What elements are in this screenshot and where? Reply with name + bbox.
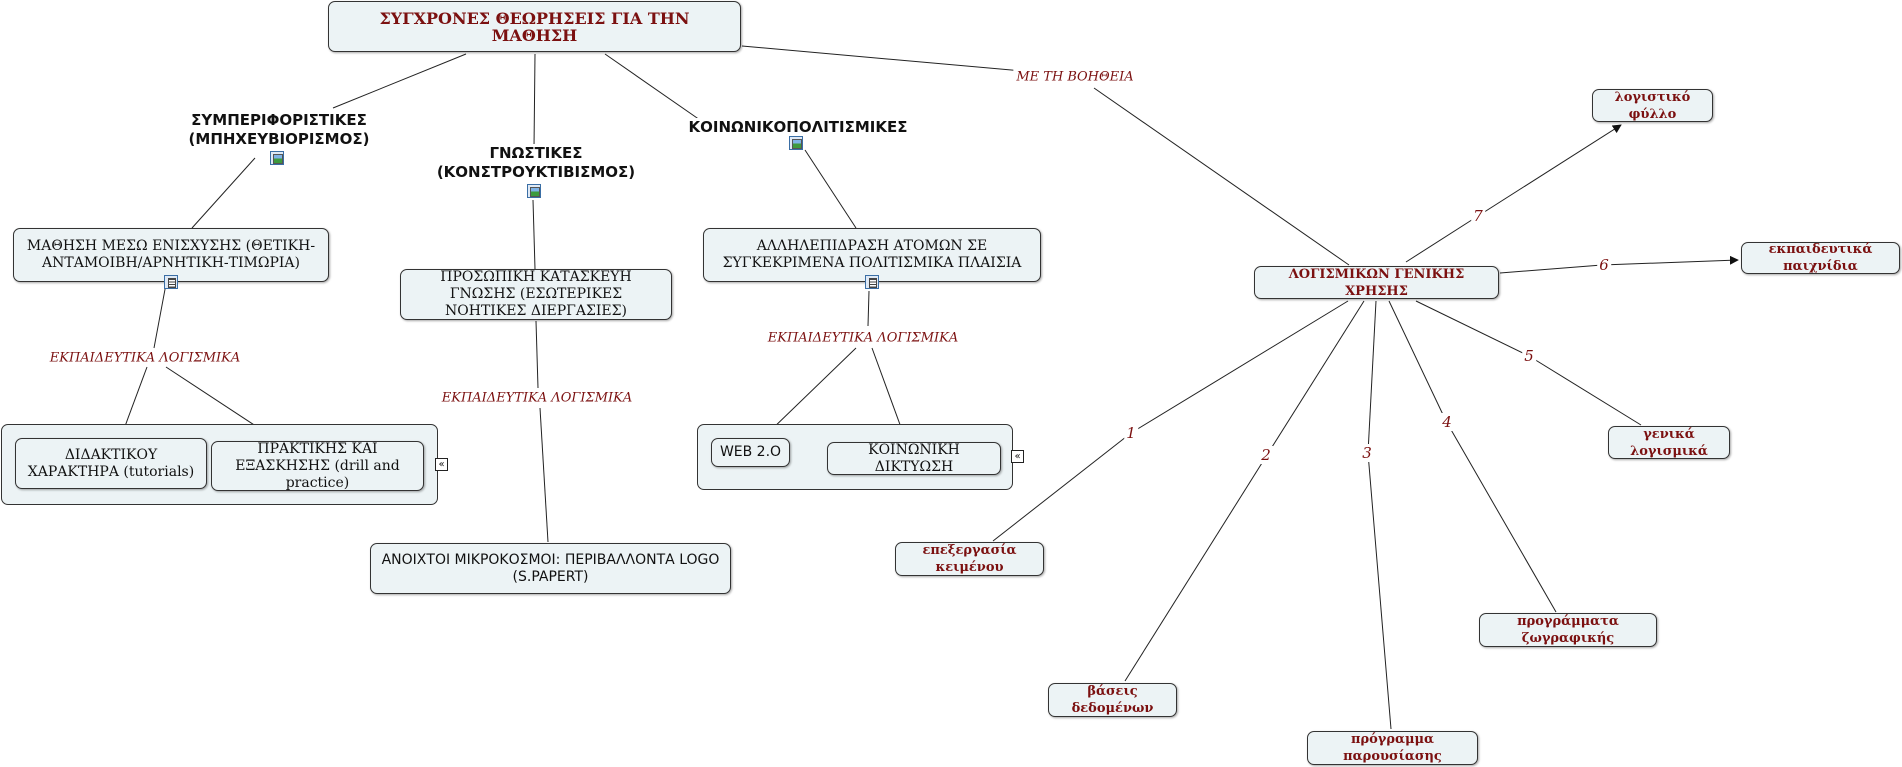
spoke-number: 2 — [1259, 446, 1273, 464]
image-icon[interactable] — [789, 136, 803, 150]
document-icon[interactable] — [164, 275, 178, 289]
node-interaction[interactable]: ΑΛΛΗΛΕΠΙΔΡΑΣΗ ΑΤΟΜΩΝ ΣΕ ΣΥΓΚΕΚΡΙΜΕΝΑ ΠΟΛ… — [703, 228, 1041, 282]
image-icon[interactable] — [527, 184, 541, 198]
node-word-processing[interactable]: επεξεργασία κειμένου — [895, 542, 1044, 576]
edge-title-sociocultural — [604, 53, 701, 121]
link-label-with-help: ΜΕ ΤΗ ΒΟΗΘΕΙΑ — [1013, 69, 1137, 85]
edge-personal-edulink — [535, 320, 539, 389]
spoke-number: 6 — [1597, 256, 1611, 274]
edge-cognitive-personal — [532, 199, 536, 270]
edge-title-withhelp — [741, 45, 1023, 72]
edge-interaction-edulink — [867, 290, 870, 327]
edge-edulink-web20 — [767, 347, 857, 434]
edge-general-5b — [1528, 355, 1642, 426]
node-spreadsheet[interactable]: λογιστικό φύλλο — [1592, 89, 1713, 122]
edge-general-6b — [1601, 255, 1739, 266]
edge-general-4b — [1445, 420, 1557, 613]
node-web20[interactable]: WEB 2.O — [711, 438, 790, 467]
node-tutorials[interactable]: ΔΙΔΑΚΤΙΚΟΥ ΧΑΡΑΚΤΗΡΑ (tutorials) — [15, 438, 207, 489]
node-reinforcement[interactable]: ΜΑΘΗΣΗ ΜΕΣΩ ΕΝΙΣΧΥΣΗΣ (ΘΕΤΙΚΗ-ΑΝΤΑΜΟΙΒΗ/… — [13, 228, 329, 282]
edge-general-3b — [1367, 452, 1392, 730]
edge-general-2b — [1124, 454, 1268, 682]
concept-cognitive[interactable]: ΓΝΩΣΤΙΚΕΣ (ΚΟΝΣΤΡΟΥΚΤΙΒΙΣΜΟΣ) — [429, 144, 643, 182]
edge-title-cognitive — [533, 53, 536, 149]
edge-general-7b — [1477, 124, 1622, 217]
node-microworlds[interactable]: ΑΝΟΙΧΤΟΙ ΜΙΚΡΟΚΟΣΜΟΙ: ΠΕΡΙΒΑΛΛΟΝΤΑ LOGO … — [370, 543, 731, 594]
link-label-edu-software: ΕΚΠΑΙΔΕΥΤΙΚΑ ΛΟΓΙΣΜΙΚΑ — [46, 350, 244, 366]
edge-withhelp-general — [1093, 87, 1350, 266]
document-icon[interactable] — [865, 275, 879, 289]
link-label-edu-software: ΕΚΠΑΙΔΕΥΤΙΚΑ ΛΟΓΙΣΜΙΚΑ — [764, 330, 962, 346]
node-databases[interactable]: βάσεις δεδομένων — [1048, 683, 1177, 717]
edge-general-3a — [1367, 300, 1377, 454]
map-title[interactable]: ΣΥΓΧΡΟΝΕΣ ΘΕΩΡΗΣΕΙΣ ΓΙΑ ΤΗΝ ΜΑΘΗΣΗ — [328, 1, 741, 52]
node-social-networking[interactable]: ΚΟΙΝΩΝΙΚΗ ΔΙΚΤΥΩΣΗ — [827, 442, 1001, 475]
spoke-number: 1 — [1124, 424, 1138, 442]
edge-title-behaviorism — [332, 53, 467, 109]
node-presentation[interactable]: πρόγραμμα παρουσίασης — [1307, 731, 1478, 765]
edge-general-2a — [1266, 300, 1365, 456]
image-icon[interactable] — [270, 151, 284, 165]
node-educational-games[interactable]: εκπαιδευτικά παιχνίδια — [1741, 242, 1900, 274]
collapse-icon[interactable]: « — [435, 458, 448, 471]
edge-general-1a — [1130, 300, 1349, 434]
node-general-software[interactable]: ΛΟΓΙΣΜΙΚΩΝ ΓΕΝΙΚΗΣ ΧΡΗΣΗΣ — [1254, 266, 1499, 299]
edge-behaviorism-reinforcement — [191, 157, 256, 229]
edge-general-6a — [1499, 264, 1603, 274]
edge-general-1b — [992, 432, 1132, 542]
spoke-number: 3 — [1360, 444, 1374, 462]
edge-general-5a — [1415, 300, 1530, 357]
node-general-programs[interactable]: γενικά λογισμικά — [1608, 426, 1730, 459]
edge-general-4a — [1388, 300, 1447, 422]
spoke-number: 4 — [1440, 413, 1454, 431]
concept-behaviorism[interactable]: ΣΥΜΠΕΡΙΦΟΡΙΣΤΙΚΕΣ (ΜΠΗΧΕΥΒΙΟΡΙΣΜΟΣ) — [177, 111, 381, 149]
collapse-icon[interactable]: « — [1011, 450, 1024, 463]
spoke-number: 5 — [1522, 347, 1536, 365]
edge-edulink-microworlds — [539, 407, 549, 543]
node-drill-practice[interactable]: ΠΡΑΚΤΙΚΗΣ ΚΑΙ ΕΞΑΣΚΗΣΗΣ (drill and pract… — [211, 441, 424, 491]
node-personal-knowledge[interactable]: ΠΡΟΣΩΠΙΚΗ ΚΑΤΑΣΚΕΥΗ ΓΝΩΣΗΣ (ΕΣΩΤΕΡΙΚΕΣ Ν… — [400, 269, 672, 320]
link-label-edu-software: ΕΚΠΑΙΔΕΥΤΙΚΑ ΛΟΓΙΣΜΙΚΑ — [438, 390, 636, 406]
edge-general-7a — [1405, 215, 1479, 263]
edge-reinforcement-edulink — [153, 283, 167, 349]
node-paint-programs[interactable]: προγράμματα ζωγραφικής — [1479, 613, 1657, 647]
spoke-number: 7 — [1471, 207, 1485, 225]
concept-sociocultural[interactable]: ΚΟΙΝΩΝΙΚΟΠΟΛΙΤΙΣΜΙΚΕΣ — [681, 118, 915, 137]
edge-socio-interaction — [804, 149, 857, 229]
